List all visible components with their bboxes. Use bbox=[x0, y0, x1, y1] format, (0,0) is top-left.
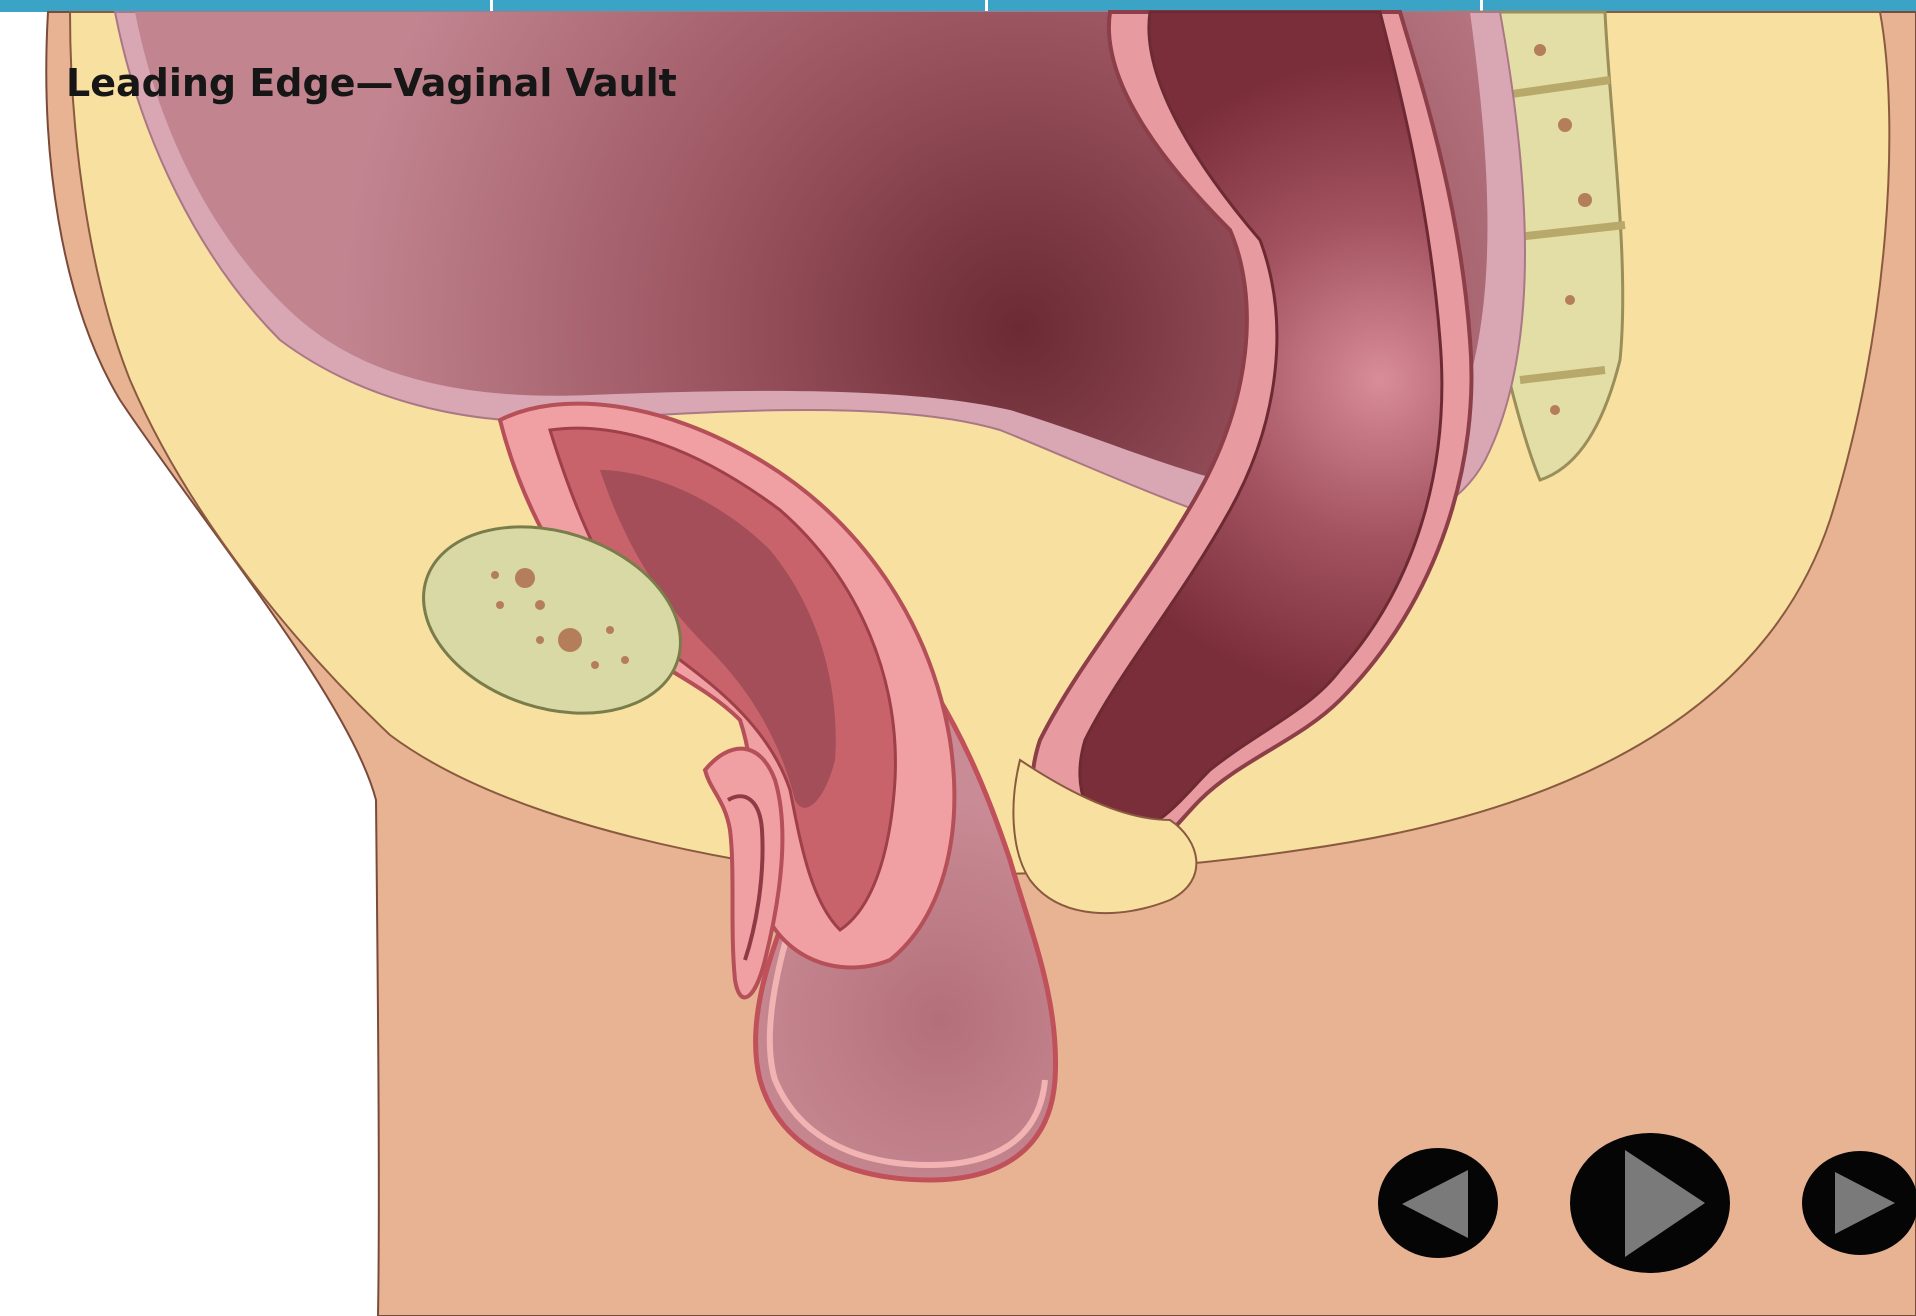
previous-button[interactable] bbox=[1378, 1148, 1498, 1258]
next-button[interactable] bbox=[1802, 1151, 1916, 1255]
play-button[interactable] bbox=[1570, 1133, 1730, 1273]
diagram-title: Leading Edge—Vaginal Vault bbox=[66, 61, 677, 105]
